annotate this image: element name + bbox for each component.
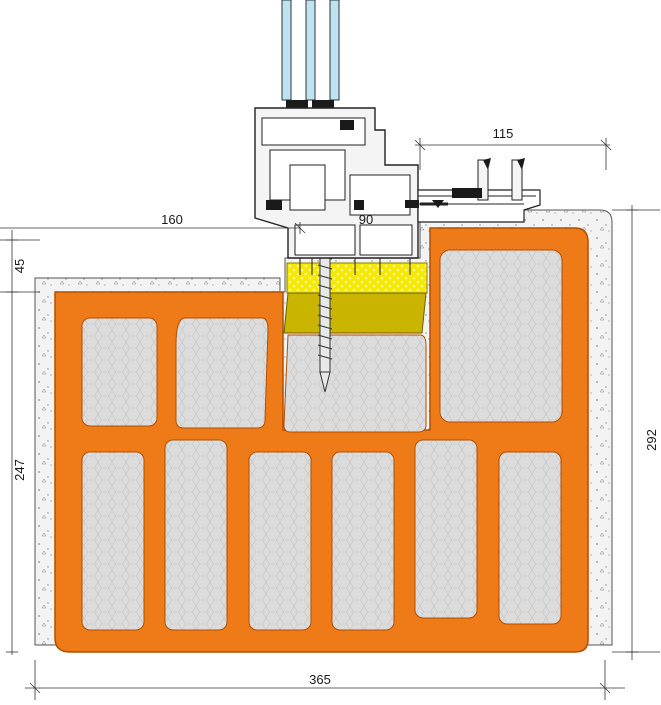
dim-lower-height: 247 [12,459,27,481]
dim-wall-thickness: 365 [309,672,331,687]
window-frame-profile [254,107,419,275]
brick-cell [331,451,395,631]
dimension-lines [0,138,660,700]
triple-glazing [256,0,342,120]
brick-cell [175,317,269,429]
brick-cell [248,451,312,631]
dim-reveal-depth: 160 [161,212,183,227]
brick-cell [81,317,158,427]
brick-cell [164,439,228,631]
brick-cell [498,451,562,625]
dim-sill-width: 90 [359,212,373,227]
dim-total-height: 292 [644,429,659,451]
brick-cell [283,334,427,433]
exterior-window-sill [405,158,541,223]
dim-window-offset: 115 [493,126,514,141]
brick-insulated-cells [81,249,563,631]
dim-top-layer: 45 [12,259,27,273]
brick-cell [81,451,145,631]
brick-cell [439,249,563,423]
brick-cell [414,439,478,619]
